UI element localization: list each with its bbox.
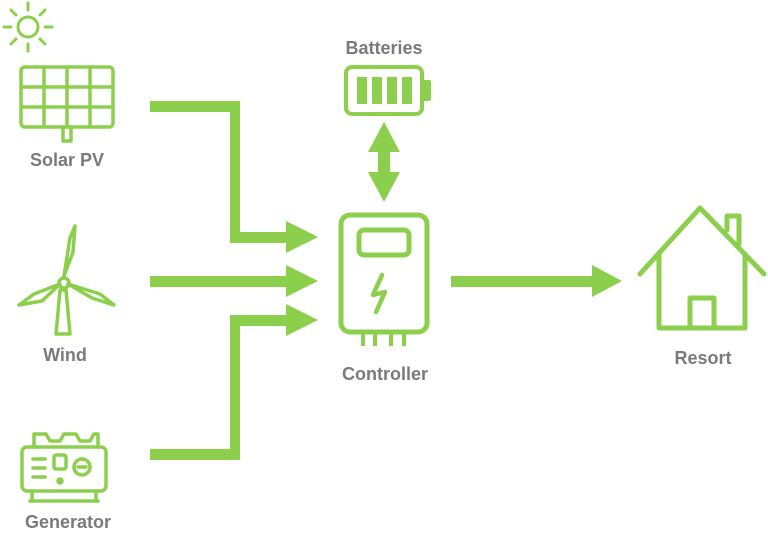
house-icon [637,205,767,331]
arrow-controller-to-resort [451,265,622,297]
charge-controller-icon [338,212,430,346]
label-resort: Resort [674,348,732,368]
sun-icon [2,1,54,53]
label-solar-pv: Solar PV [29,150,105,170]
arrow-batteries-controller-bidirectional [368,122,400,202]
label-batteries: Batteries [345,38,423,58]
battery-icon [344,65,431,116]
label-controller: Controller [341,364,429,384]
label-wind: Wind [43,345,87,365]
generator-icon [20,432,108,503]
arrow-solar-to-controller [150,101,318,253]
arrow-generator-to-controller [150,304,318,460]
label-generator: Generator [24,512,112,532]
solar-panel-icon [19,65,115,143]
wind-turbine-icon [17,224,116,336]
arrow-wind-to-controller [150,265,318,297]
